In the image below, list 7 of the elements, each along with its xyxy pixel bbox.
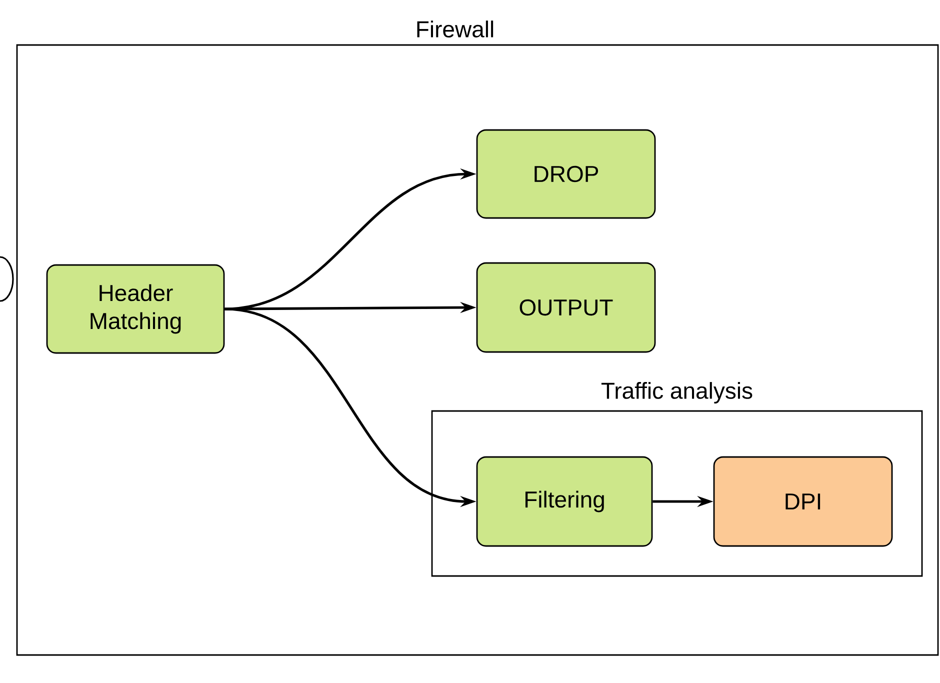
process-box: Header Matching [46, 264, 225, 354]
process-box: DROP [476, 129, 656, 219]
process-box: OUTPUT [476, 262, 656, 353]
process-box: DPI [713, 456, 893, 547]
node-label: Traffic analysis [601, 382, 752, 404]
process-box: Filtering [476, 456, 653, 547]
node-label: Firewall [417, 20, 494, 38]
